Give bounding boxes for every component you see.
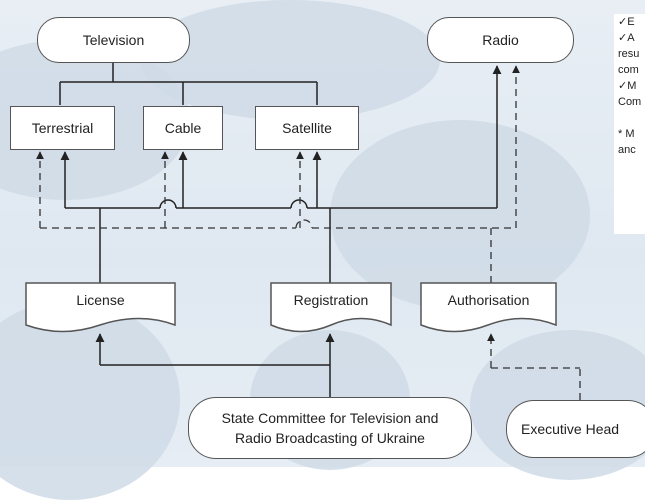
- note-line: * M: [618, 128, 635, 140]
- registration-label: Registration: [293, 292, 369, 308]
- note-line: resu: [618, 48, 640, 60]
- note-line: ✓A: [618, 32, 635, 44]
- license-doc-shape: [25, 282, 176, 333]
- authorisation-doc-shape: [420, 282, 557, 333]
- note-line: [618, 110, 645, 126]
- side-note-panel: ✓E ✓A resu com ✓M Com * M anc: [614, 14, 645, 234]
- executive-head-label: Executive Head: [521, 421, 620, 437]
- executive-head-node: Executive Head: [506, 400, 645, 458]
- state-committee-node: State Committee for Television and Radio…: [188, 397, 472, 459]
- note-line: anc: [618, 144, 636, 156]
- license-label: License: [76, 292, 125, 308]
- note-line: Com: [618, 96, 642, 108]
- note-line: com: [618, 64, 639, 76]
- television-label: Television: [82, 32, 145, 48]
- cable-node: Cable: [143, 106, 223, 150]
- terrestrial-node: Terrestrial: [10, 106, 115, 150]
- license-node: License: [26, 283, 175, 317]
- state-committee-line1: State Committee for Television and: [221, 410, 439, 426]
- radio-label: Radio: [482, 32, 519, 48]
- note-line: ✓E: [618, 16, 635, 28]
- cable-label: Cable: [164, 120, 202, 136]
- terrestrial-label: Terrestrial: [31, 120, 94, 136]
- state-committee-line2: Radio Broadcasting of Ukraine: [235, 430, 425, 446]
- radio-node: Radio: [427, 17, 574, 63]
- satellite-node: Satellite: [255, 106, 359, 150]
- satellite-label: Satellite: [282, 120, 332, 136]
- connector-lines: [25, 62, 581, 400]
- registration-node: Registration: [271, 283, 391, 317]
- television-node: Television: [37, 17, 190, 63]
- authorisation-node: Authorisation: [421, 283, 556, 317]
- registration-doc-shape: [270, 282, 392, 333]
- note-line: ✓M: [618, 80, 637, 92]
- authorisation-label: Authorisation: [447, 292, 530, 308]
